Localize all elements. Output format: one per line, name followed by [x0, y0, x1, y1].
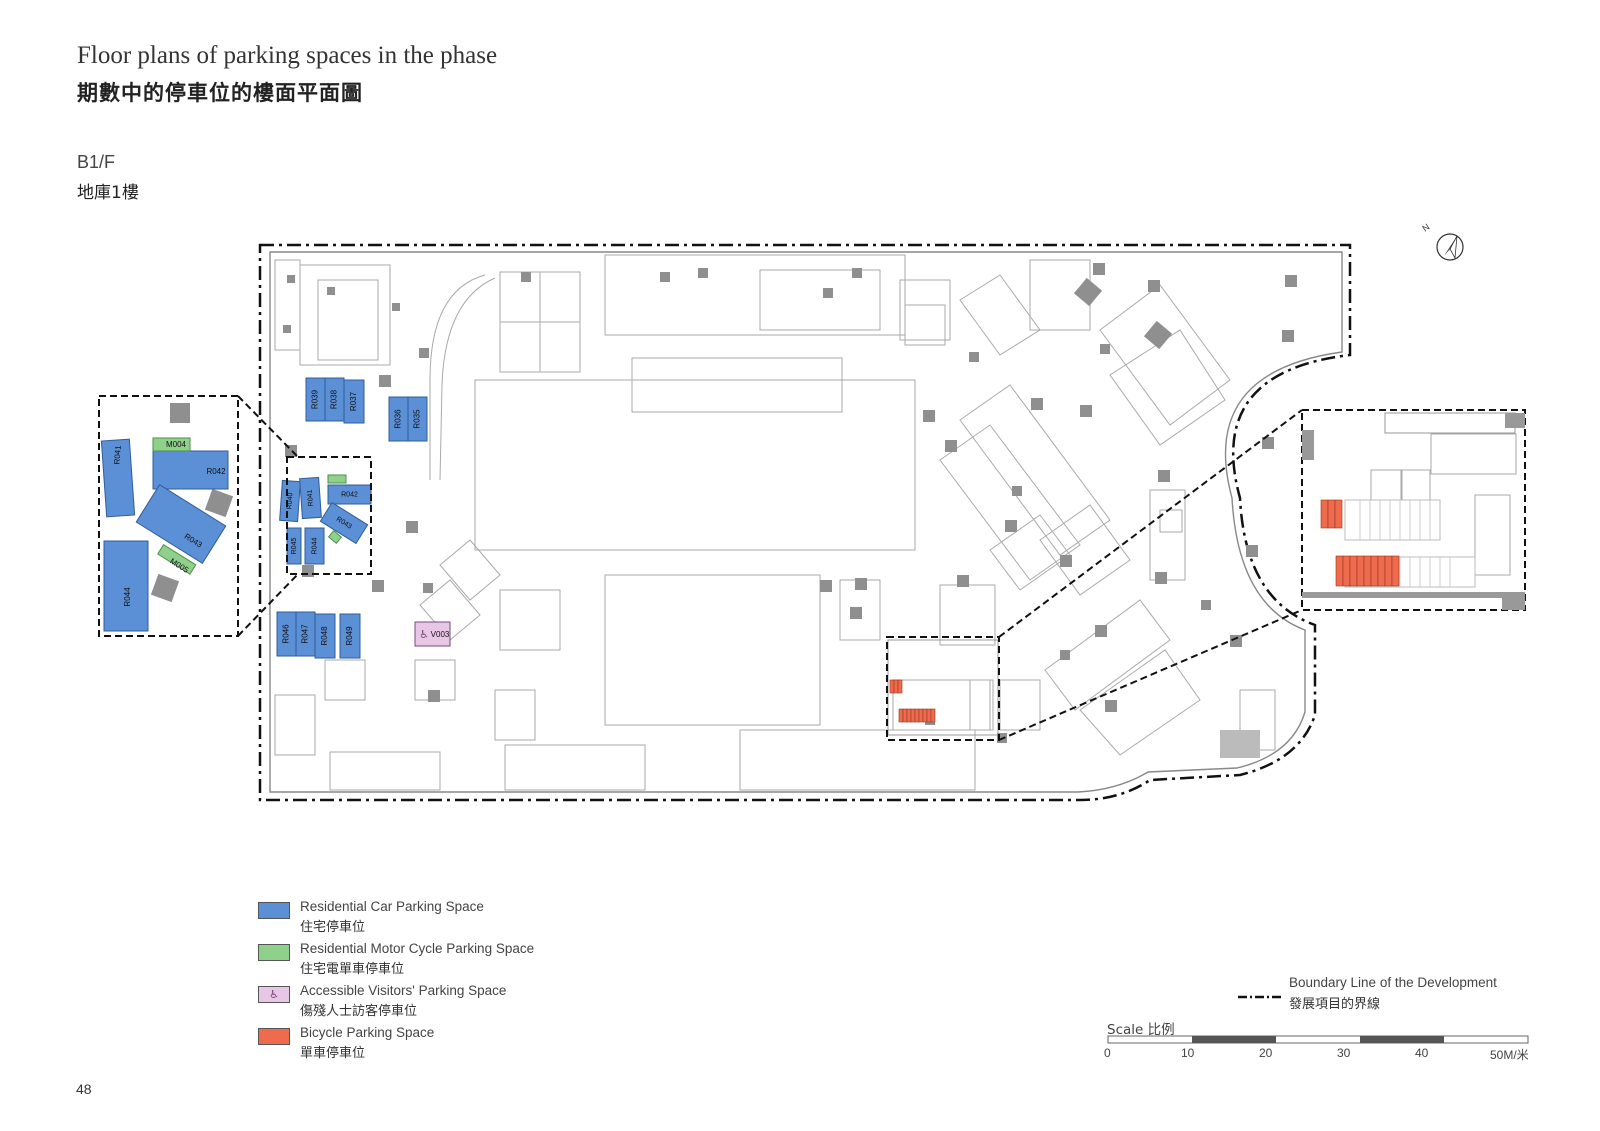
space-r046: R046	[276, 611, 297, 657]
legend-label-zh: 單車停車位	[300, 1046, 366, 1061]
building-outline	[269, 251, 1343, 793]
development-boundary	[258, 243, 1352, 802]
svg-text:R044: R044	[123, 587, 132, 607]
space-r038: R038	[324, 377, 345, 422]
legend-label-en: Residential Car Parking Space	[300, 899, 484, 914]
floor-label-chinese: 地庫1樓	[77, 183, 139, 203]
legend-swatch-green	[258, 944, 290, 961]
svg-text:V003: V003	[431, 630, 450, 639]
motor-cycle-spaces	[327, 474, 347, 544]
legend-label-en: Bicycle Parking Space	[300, 1025, 435, 1040]
svg-text:M004: M004	[166, 440, 187, 449]
svg-text:R038: R038	[330, 389, 339, 409]
svg-text:R039: R039	[311, 389, 320, 409]
space-m004	[327, 474, 347, 484]
legend-label-en: Accessible Visitors' Parking Space	[300, 983, 507, 998]
interior-structure	[274, 254, 1276, 791]
page-number: 48	[76, 1081, 92, 1097]
svg-text:R044: R044	[311, 538, 318, 555]
space-r041: R041	[299, 476, 322, 520]
space-m005	[327, 530, 343, 544]
residential-car-spaces: R039 R038 R037 R036 R035 R040 R041 R042 …	[276, 377, 428, 659]
legend-swatch-red	[258, 1028, 290, 1045]
scale-tick: 20	[1259, 1046, 1273, 1060]
space-r040: R040	[279, 479, 301, 523]
structural-columns	[283, 263, 1297, 743]
wheelchair-icon: ♿	[419, 628, 429, 641]
legend-label-zh: 住宅電單車停車位	[300, 962, 405, 977]
floor-label: B1/F	[77, 152, 116, 172]
space-r045: R045	[286, 527, 302, 565]
legend-item-residential-car: Residential Car Parking Space 住宅停車位	[258, 899, 598, 940]
boundary-legend-label: Boundary Line of the Development	[1289, 975, 1497, 990]
page-title-chinese: 期數中的停車位的樓面平面圖	[77, 81, 363, 105]
svg-text:R037: R037	[349, 391, 358, 411]
space-v003: ♿ V003	[414, 621, 451, 647]
scale-tick: 50M/米	[1490, 1048, 1529, 1062]
space-r039: R039	[305, 377, 326, 422]
svg-text:N: N	[1420, 222, 1431, 234]
svg-text:R035: R035	[413, 409, 422, 429]
scale-bar	[1107, 1035, 1529, 1044]
svg-text:R049: R049	[345, 626, 354, 646]
svg-text:R040: R040	[286, 492, 294, 509]
space-r043: R043	[319, 501, 369, 545]
svg-text:R045: R045	[291, 538, 298, 555]
space-r042: R042	[327, 484, 372, 505]
scale-tick: 30	[1337, 1046, 1351, 1060]
scale-tick: 40	[1415, 1046, 1429, 1060]
bicycle-spaces	[889, 679, 936, 723]
space-r047: R047	[295, 611, 316, 657]
scale-label: Scale 比例	[1107, 1022, 1175, 1038]
svg-text:R047: R047	[301, 624, 310, 644]
left-callout-detail: R041 R042 R043 R044 M004 M005	[100, 403, 234, 632]
legend-label-zh: 傷殘人士訪客停車位	[300, 1004, 418, 1019]
scale-tick: 0	[1104, 1046, 1111, 1060]
svg-text:R048: R048	[320, 626, 329, 646]
page-title: Floor plans of parking spaces in the pha…	[77, 42, 498, 69]
svg-text:R036: R036	[394, 409, 403, 429]
legend-item-motor-cycle: Residential Motor Cycle Parking Space 住宅…	[258, 941, 598, 982]
legend-swatch-blue	[258, 902, 290, 919]
space-r037: R037	[343, 379, 365, 424]
legend-label-zh: 住宅停車位	[300, 920, 366, 935]
right-callout-detail	[1302, 412, 1525, 610]
space-r049: R049	[339, 613, 361, 659]
callout-frames	[98, 395, 1526, 741]
legend-item-bicycle: Bicycle Parking Space 單車停車位	[258, 1025, 598, 1066]
legend-label-en: Residential Motor Cycle Parking Space	[300, 941, 535, 956]
svg-text:R041: R041	[307, 489, 315, 506]
svg-text:R046: R046	[282, 624, 291, 644]
svg-text:R042: R042	[206, 467, 226, 476]
space-r036: R036	[388, 396, 409, 442]
scale-tick: 10	[1181, 1046, 1195, 1060]
space-r048: R048	[314, 613, 336, 659]
space-r035: R035	[407, 396, 428, 442]
space-r044: R044	[304, 527, 325, 565]
svg-text:R042: R042	[341, 491, 358, 498]
svg-text:R041: R041	[112, 445, 122, 465]
north-arrow-icon: N	[1420, 222, 1464, 261]
boundary-legend-label-zh: 發展項目的界線	[1289, 997, 1381, 1012]
legend-item-accessible: ♿ Accessible Visitors' Parking Space 傷殘人…	[258, 983, 598, 1024]
wheelchair-icon: ♿	[258, 986, 290, 1003]
